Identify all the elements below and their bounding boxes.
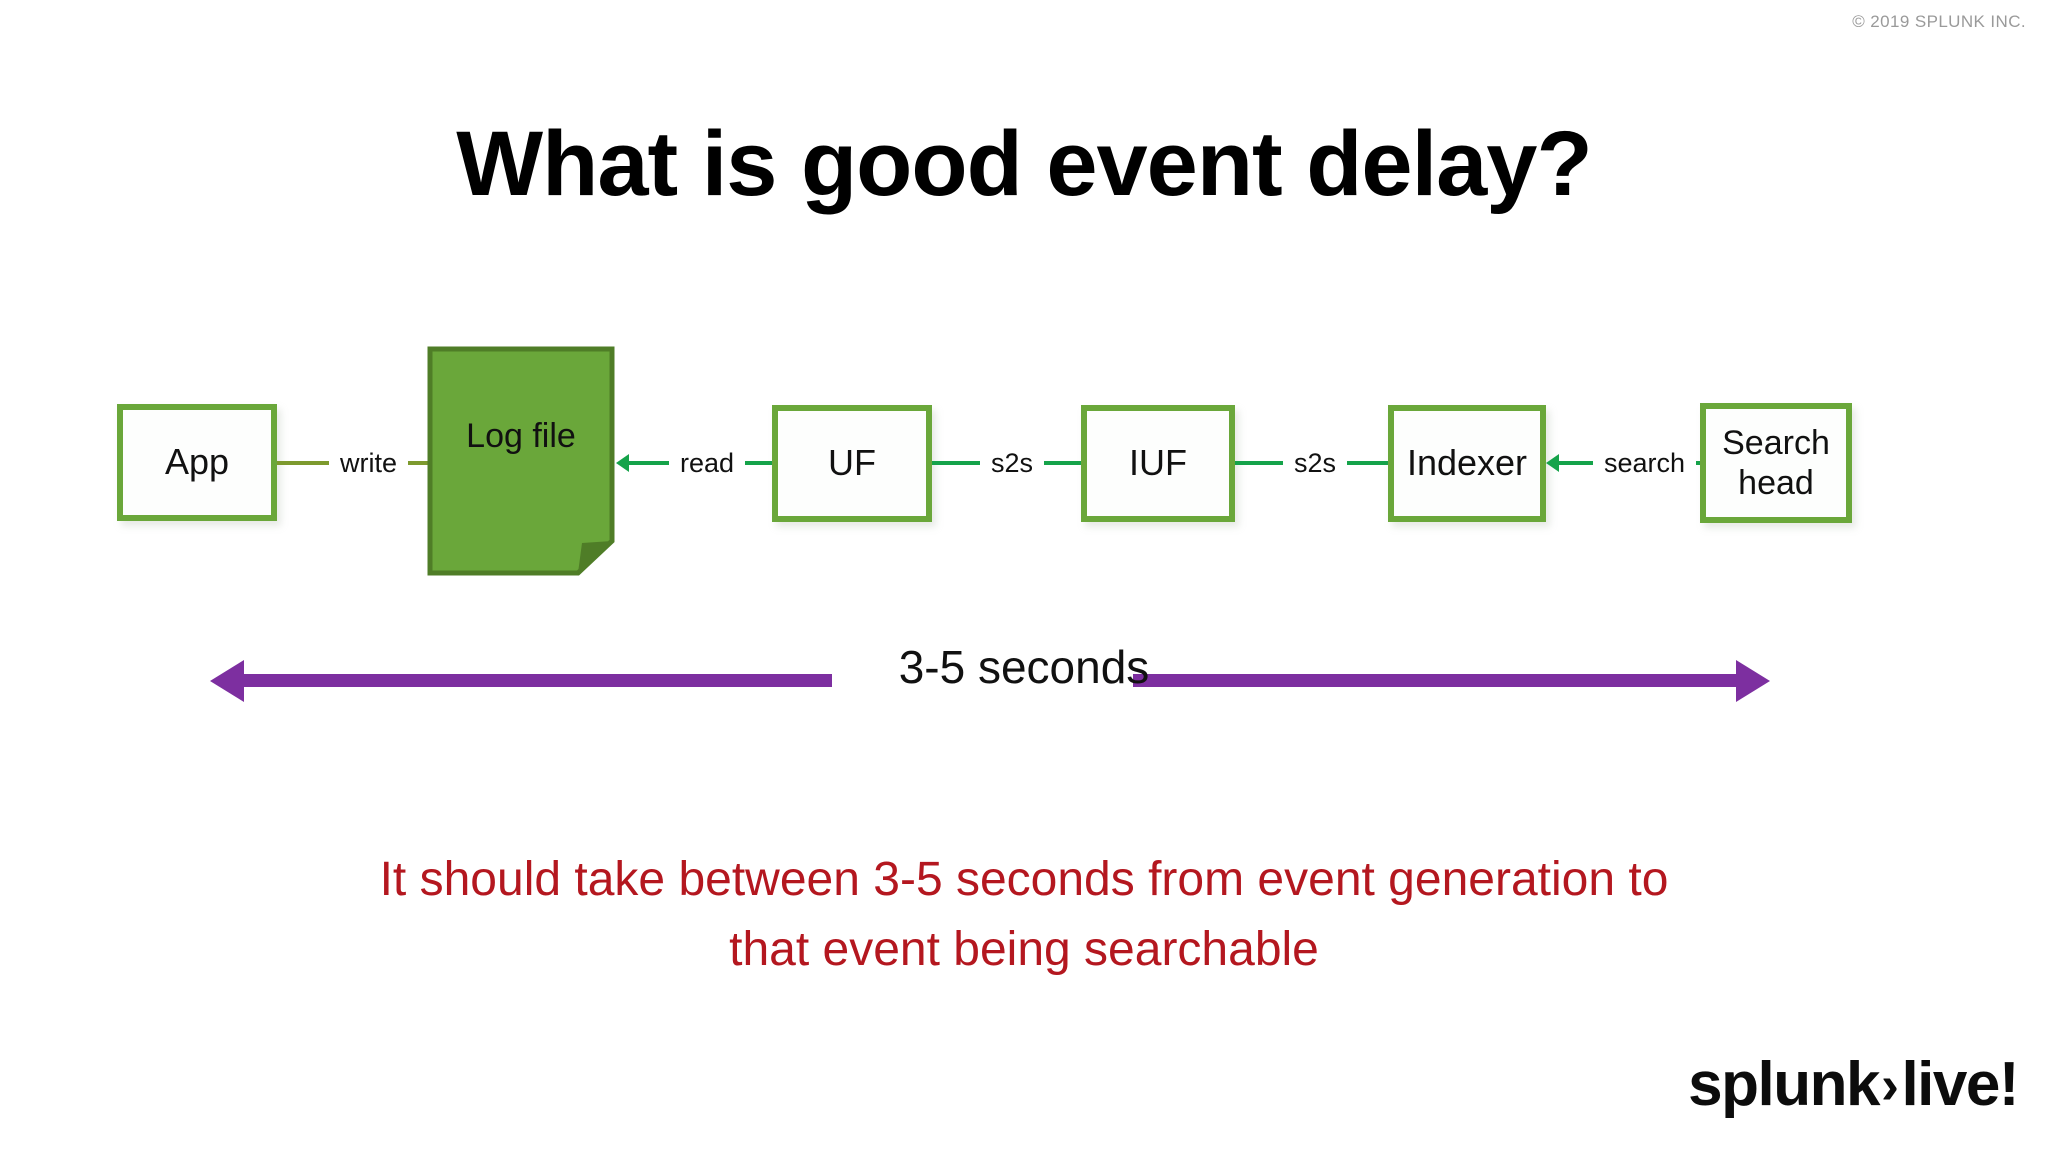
arrow-left-icon [210, 660, 244, 702]
page-title: What is good event delay? [456, 112, 1592, 215]
node-indexer: Indexer [1388, 405, 1546, 522]
connector-read-label: read [680, 447, 735, 478]
node-iuf: IUF [1081, 405, 1235, 522]
span-arrow-bar-right [1133, 674, 1738, 687]
connector-s2s1-label: s2s [991, 447, 1034, 478]
node-uf: UF [772, 405, 932, 522]
node-search-head-label-line1: Search [1722, 423, 1830, 462]
arrow-right-icon [1736, 660, 1770, 702]
caption-text: It should take between 3-5 seconds from … [379, 853, 1669, 976]
connector-search-line-a [1559, 461, 1593, 465]
node-uf-label: UF [828, 442, 876, 484]
connector-read-line-a [629, 461, 669, 465]
chevron-right-icon: › [1880, 1055, 1899, 1115]
span-arrow-label: 3-5 seconds [898, 641, 1150, 693]
node-indexer-label: Indexer [1406, 442, 1528, 484]
connector-s2s-uf-iuf: s2s [932, 443, 1100, 483]
span-arrow-3-5-seconds [210, 660, 1770, 702]
arrow-left-icon [616, 454, 629, 472]
connector-s2s2-line-a [1235, 461, 1283, 465]
connector-write-label: write [340, 447, 398, 478]
node-search-head-label: Search head [1722, 423, 1830, 503]
connector-s2s-iuf-indexer: s2s [1235, 443, 1403, 483]
logo-word-live: live! [1901, 1050, 2019, 1119]
node-search-head-label-line2: head [1738, 464, 1814, 502]
node-logfile-label: Log file [466, 417, 576, 455]
connector-read-line-b [745, 461, 790, 465]
connector-read: read [616, 443, 790, 483]
node-search-head: Search head [1700, 403, 1852, 523]
connector-s2s1-line-b [1044, 461, 1087, 465]
connector-search-label: search [1604, 447, 1686, 478]
connector-write-line-a [277, 461, 329, 465]
connector-s2s1-line-a [932, 461, 980, 465]
document-shape-icon [427, 346, 615, 576]
connector-search: search [1546, 443, 1733, 483]
arrow-left-icon [1546, 454, 1559, 472]
connector-s2s2-label: s2s [1294, 447, 1337, 478]
copyright-notice: © 2019 SPLUNK INC. [1852, 12, 2026, 31]
node-app: App [117, 404, 277, 521]
connector-s2s2-line-b [1347, 461, 1390, 465]
logo-word-splunk: splunk [1688, 1050, 1880, 1119]
node-iuf-label: IUF [1129, 442, 1187, 484]
node-app-label: App [164, 441, 230, 483]
span-arrow-bar-left [242, 674, 832, 687]
splunk-live-logo: splunk›live! [1688, 1049, 2019, 1120]
node-logfile: Log file [426, 345, 616, 577]
